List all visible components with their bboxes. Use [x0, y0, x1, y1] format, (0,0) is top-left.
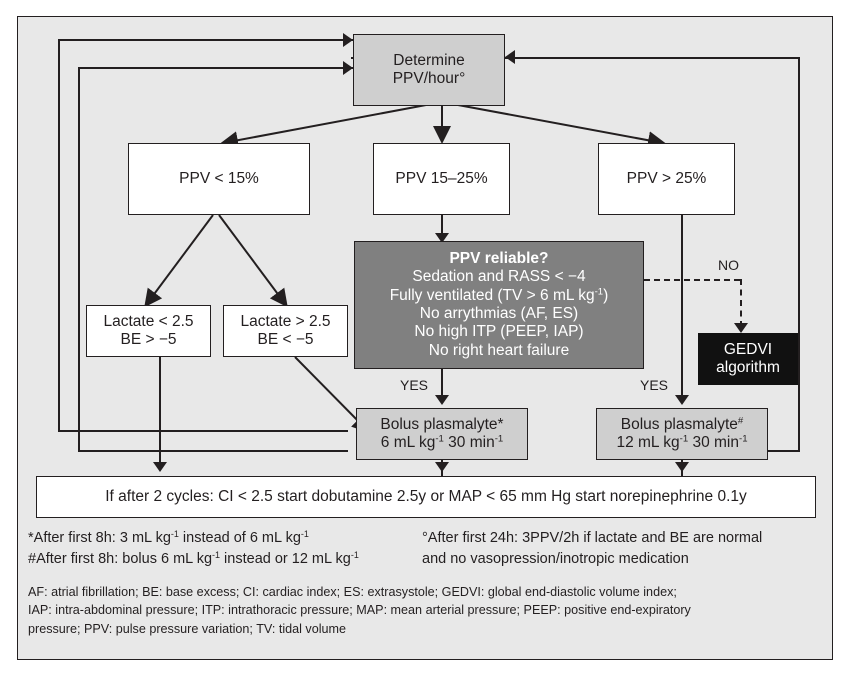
- bolus12-line2: 12 mL kg-1 30 min-1: [616, 433, 748, 451]
- node-ppv-low[interactable]: PPV < 15%: [128, 143, 310, 215]
- footnote-hash: #After first 8h: bolus 6 mL kg-1 instead…: [28, 550, 359, 567]
- arrowhead-reliable: [435, 233, 449, 243]
- node-bolus-6ml[interactable]: Bolus plasmalyte* 6 mL kg-1 30 min-1: [356, 408, 528, 460]
- edge-lactatelow-to-summary: [159, 357, 161, 470]
- arrowhead-into-determine-lower-left: [343, 61, 353, 75]
- arrowhead-bolus6: [435, 395, 449, 405]
- feedback-left-b-top: [78, 67, 353, 69]
- lactate-low-line2: BE > −5: [120, 331, 177, 348]
- ppv-mid-label: PPV 15–25%: [395, 169, 488, 187]
- arrowhead-bolus12: [675, 395, 689, 405]
- edge-ppvmid-to-reliable: [441, 215, 443, 241]
- edge-no-dashed-horizontal: [644, 279, 740, 281]
- node-ppv-reliable[interactable]: PPV reliable? Sedation and RASS < −4 Ful…: [354, 241, 644, 369]
- arrowhead-summary-right: [675, 462, 689, 472]
- ppv-low-label: PPV < 15%: [179, 169, 259, 187]
- reliable-criterion-itp: No high ITP (PEEP, IAP): [414, 323, 584, 341]
- reliable-criterion-arrhythmia: No arrythmias (AF, ES): [419, 305, 579, 322]
- lactate-high-line1: Lactate > 2.5: [240, 312, 331, 330]
- gedvi-line1: GEDVI: [723, 340, 773, 358]
- arrowhead-into-determine-upper-left: [343, 33, 353, 47]
- reliable-criterion-sedation: Sedation and RASS < −4: [412, 268, 586, 286]
- feedback-outer-right-vertical: [798, 57, 800, 452]
- summary-label: If after 2 cycles: CI < 2.5 start dobuta…: [105, 487, 747, 505]
- arrowhead-into-determine-right: [505, 50, 515, 64]
- edge-label-yes-right: YES: [640, 377, 669, 393]
- arrowhead-summary-left: [153, 462, 167, 472]
- node-lactate-low[interactable]: Lactate < 2.5 BE > −5: [86, 305, 211, 357]
- node-ppv-mid[interactable]: PPV 15–25%: [373, 143, 510, 215]
- figure-frame: Determine PPV/hour° PPV < 15% PPV 15–25%…: [17, 16, 833, 660]
- bolus12-line1: Bolus plasmalyte#: [620, 415, 744, 433]
- reliable-title: PPV reliable?: [449, 250, 549, 268]
- abbreviation-legend: AF: atrial fibrillation; BE: base excess…: [28, 583, 818, 638]
- node-gedvi-algorithm[interactable]: GEDVI algorithm: [698, 333, 798, 385]
- node-determine-ppv[interactable]: Determine PPV/hour°: [353, 34, 505, 106]
- reliable-criterion-rhf: No right heart failure: [428, 341, 570, 359]
- edge-label-yes-left: YES: [400, 377, 429, 393]
- footnote-star: *After first 8h: 3 mL kg-1 instead of 6 …: [28, 529, 309, 546]
- footnote-degree-line2: and no vasopression/inotropic medication: [422, 551, 689, 567]
- lactate-low-line1: Lactate < 2.5: [103, 312, 194, 330]
- legend-line-1: AF: atrial fibrillation; BE: base excess…: [28, 585, 677, 599]
- reliable-criterion-ventilation: Fully ventilated (TV > 6 mL kg-1): [389, 286, 609, 304]
- feedback-left-a-vertical: [58, 39, 60, 432]
- determine-line2: PPV/hour°: [392, 70, 466, 87]
- arrowhead-summary-mid: [435, 462, 449, 472]
- legend-line-3: pressure; PPV: pulse pressure variation;…: [28, 621, 347, 636]
- bolus6-line1: Bolus plasmalyte*: [380, 415, 504, 433]
- edge-reliable-to-bolus6: [441, 369, 443, 403]
- feedback-left-a-bottom: [58, 430, 348, 432]
- edge-ppvhigh-to-bolus12: [681, 215, 683, 403]
- feedback-left-b-vertical: [78, 67, 80, 452]
- legend-line-2: IAP: intra-abdominal pressure; ITP: intr…: [28, 603, 691, 618]
- feedback-outer-top: [351, 57, 800, 59]
- node-bolus-12ml[interactable]: Bolus plasmalyte# 12 mL kg-1 30 min-1: [596, 408, 768, 460]
- ppv-high-label: PPV > 25%: [626, 169, 707, 187]
- feedback-left-b-bottom: [78, 450, 348, 452]
- gedvi-line2: algorithm: [716, 359, 780, 376]
- node-lactate-high[interactable]: Lactate > 2.5 BE < −5: [223, 305, 348, 357]
- arrowhead-gedvi: [734, 323, 748, 333]
- feedback-left-a-top: [58, 39, 353, 41]
- determine-line1: Determine: [393, 51, 465, 69]
- node-ppv-high[interactable]: PPV > 25%: [598, 143, 735, 215]
- edge-no-dashed-vertical: [740, 279, 742, 327]
- node-summary[interactable]: If after 2 cycles: CI < 2.5 start dobuta…: [36, 476, 816, 518]
- edge-label-no: NO: [718, 257, 739, 273]
- lactate-high-line2: BE < −5: [257, 331, 314, 348]
- bolus6-line2: 6 mL kg-1 30 min-1: [380, 433, 504, 451]
- footnote-degree-line1: °After first 24h: 3PPV/2h if lactate and…: [422, 530, 763, 546]
